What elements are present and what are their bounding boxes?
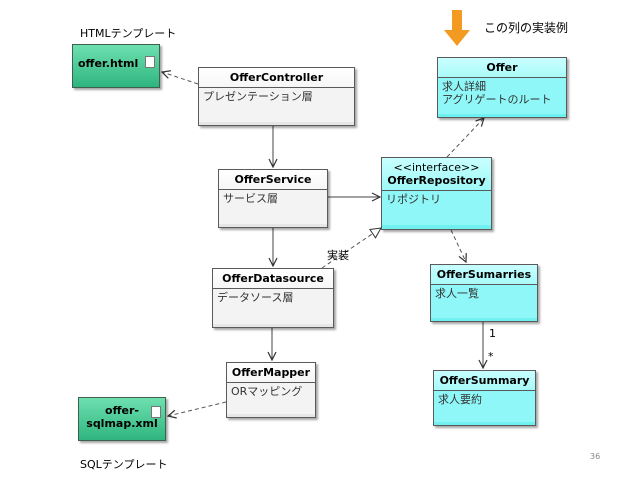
class-name: OfferDatasource <box>213 269 333 289</box>
column-example-label: この列の実装例 <box>484 21 569 35</box>
class-name: OfferController <box>199 68 354 88</box>
class-offer-summary[interactable]: OfferSummary 求人要約 <box>433 370 536 426</box>
class-offer-repository[interactable]: <<interface>> OfferRepository リポジトリ <box>381 157 492 230</box>
class-offer[interactable]: Offer 求人詳細 アグリゲートのルート <box>437 57 567 118</box>
class-name: OfferSumarries <box>431 265 537 285</box>
offer-html-filename: offer.html <box>78 57 139 70</box>
class-description: リポジトリ <box>382 191 491 225</box>
class-name: Offer <box>438 58 566 78</box>
multiplicity-one: 1 <box>489 327 496 340</box>
class-description: データソース層 <box>213 289 333 324</box>
dep-controller-html <box>162 72 199 85</box>
offer-html-file[interactable]: offer.html <box>72 44 160 88</box>
class-name: OfferSummary <box>434 371 535 391</box>
class-description-line2: アグリゲートのルート <box>442 93 552 106</box>
realization-datasource-repository <box>321 228 381 269</box>
class-description: 求人一覧 <box>431 285 537 318</box>
class-stereotype: <<interface>> <box>393 161 480 174</box>
sqlmap-filename-line2: sqlmap.xml <box>86 417 158 430</box>
class-offer-service[interactable]: OfferService サービス層 <box>218 169 328 228</box>
dep-repository-sumarries <box>450 229 466 262</box>
html-template-label: HTMLテンプレート <box>80 27 177 40</box>
class-offer-datasource[interactable]: OfferDatasource データソース層 <box>212 268 334 328</box>
class-offer-controller[interactable]: OfferController プレゼンテーション層 <box>198 67 355 126</box>
multiplicity-many: * <box>488 350 494 363</box>
page-number: 36 <box>590 452 601 461</box>
class-description: 求人要約 <box>434 391 535 422</box>
class-description: プレゼンテーション層 <box>199 88 354 122</box>
dep-mapper-sqlmap <box>168 401 227 416</box>
dep-repository-offer <box>446 118 484 158</box>
class-description: ORマッピング <box>227 383 315 414</box>
column-pointer-arrow <box>444 10 470 46</box>
sql-template-label: SQLテンプレート <box>80 458 168 471</box>
class-name: OfferRepository <box>387 174 486 187</box>
class-description: サービス層 <box>219 190 327 224</box>
offer-sqlmap-file[interactable]: offer- sqlmap.xml <box>78 397 166 441</box>
class-description: 求人詳細 アグリゲートのルート <box>438 78 566 114</box>
class-name: OfferMapper <box>227 363 315 383</box>
class-description-line1: 求人詳細 <box>442 80 486 93</box>
class-offer-mapper[interactable]: OfferMapper ORマッピング <box>226 362 316 418</box>
document-icon <box>151 406 161 418</box>
sqlmap-filename-line1: offer- <box>105 404 139 417</box>
implements-label: 実装 <box>327 249 349 262</box>
class-name: OfferService <box>219 170 327 190</box>
document-icon <box>145 56 155 68</box>
class-offer-sumarries[interactable]: OfferSumarries 求人一覧 <box>430 264 538 322</box>
